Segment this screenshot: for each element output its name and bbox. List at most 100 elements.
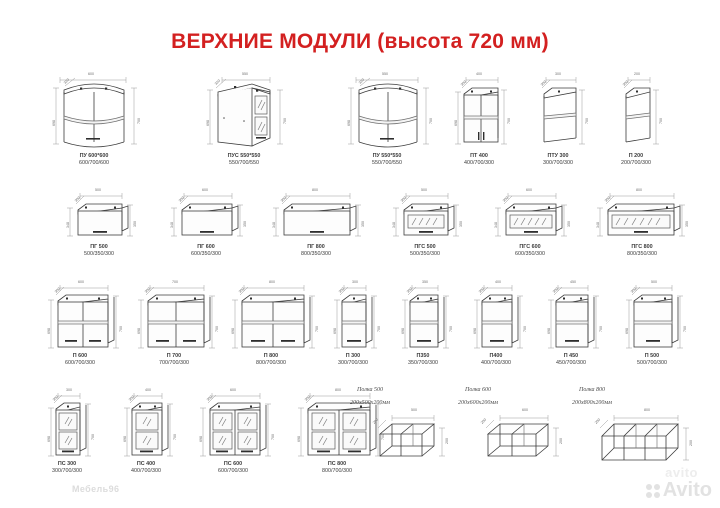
module-code: ПГ 500 bbox=[90, 244, 108, 250]
avito-ghost-watermark: avito bbox=[665, 465, 698, 480]
dim-height-right: 700 bbox=[683, 326, 687, 332]
module-code: ПТ 400 bbox=[470, 153, 488, 159]
dim-height-left: 698 bbox=[547, 328, 551, 334]
module-code: ПС 300 bbox=[57, 461, 77, 467]
drawing-p-600 bbox=[48, 285, 119, 349]
module-p-200[interactable]: 200 700 300 П 200 200/700/300 bbox=[608, 68, 664, 166]
drawing-p-200 bbox=[623, 77, 659, 145]
module-code: ПУ 550*550 bbox=[372, 153, 402, 159]
module-dims: 600/350/300 bbox=[515, 250, 545, 257]
module-pgs-500[interactable]: 500 348 350 300 ПГС 500 500/350/300 bbox=[382, 186, 468, 257]
drawing-p-500 bbox=[626, 285, 683, 349]
dim-height-left: 698 bbox=[123, 436, 127, 442]
module-caption: ПГ 500 500/350/300 bbox=[84, 244, 114, 257]
drawing-p-400 bbox=[474, 285, 523, 349]
module-caption: П400 400/700/300 bbox=[481, 353, 511, 366]
module-pg-500[interactable]: 500 348 350 300 ПГ 500 500/350/300 bbox=[56, 186, 142, 257]
module-code: П400 bbox=[489, 353, 503, 359]
dim-height-right: 700 bbox=[429, 118, 433, 124]
module-pg-600[interactable]: 600 348 350 300 ПГ 600 600/350/300 bbox=[160, 186, 252, 257]
dim-height-right: 700 bbox=[173, 434, 177, 440]
drawing-p-350 bbox=[402, 285, 449, 349]
dim-width: 600 bbox=[78, 280, 84, 284]
module-code: ПГ 800 bbox=[307, 244, 325, 250]
module-pt-400[interactable]: 400 698 700 300 ПТ 400 400/700/300 bbox=[448, 68, 511, 166]
dim-width: 800 bbox=[269, 280, 275, 284]
dim-height-right: 350 bbox=[459, 221, 463, 227]
module-dims: 400/700/300 bbox=[464, 159, 494, 166]
module-p-700[interactable]: 700 698 700 300 П 700 700/700/300 bbox=[128, 278, 220, 366]
dim-width: 800 bbox=[636, 188, 642, 192]
dim-height-right: 350 bbox=[243, 221, 247, 227]
module-code: ПТУ 300 bbox=[547, 153, 569, 159]
module-p-300[interactable]: 300 698 700 300 П 300 300/700/300 bbox=[324, 278, 382, 366]
dim-height-left: 348 bbox=[392, 222, 396, 228]
drawing-pg-800 bbox=[273, 193, 361, 237]
module-caption: П350 350/700/300 bbox=[408, 353, 438, 366]
module-caption: ПГС 600 600/350/300 bbox=[515, 244, 545, 257]
module-ps-400[interactable]: 400 698 700 300 ПС 400 400/700/300 bbox=[114, 386, 178, 474]
module-caption: ПУ 550*550 550/700/550 bbox=[372, 153, 402, 166]
module-pgs-800[interactable]: 800 348 350 300 ПГС 800 800/350/300 bbox=[586, 186, 698, 257]
dim-width: 550 bbox=[382, 72, 388, 76]
drawing-pu-550-550 bbox=[348, 77, 429, 148]
module-pgs-600[interactable]: 600 348 350 300 ПГС 600 600/350/300 bbox=[484, 186, 576, 257]
module-code: П 200 bbox=[628, 153, 644, 159]
module-code: П 300 bbox=[345, 353, 361, 359]
module-p-350[interactable]: 350 698 700 300 П350 350/700/300 bbox=[392, 278, 454, 366]
module-dims: 400/700/300 bbox=[481, 359, 511, 366]
dim-height-left: 348 bbox=[170, 222, 174, 228]
module-p-800[interactable]: 800 698 700 300 П 800 800/700/300 bbox=[222, 278, 320, 366]
module-caption: П 500 500/700/300 bbox=[637, 353, 667, 366]
module-p-600[interactable]: 600 698 700 300 П 600 600/700/300 bbox=[38, 278, 123, 366]
module-code: ПУ 600*600 bbox=[79, 153, 109, 159]
module-dims: 800/350/300 bbox=[627, 250, 657, 257]
module-ptu-300[interactable]: 300 700 300 ПТУ 300 300/700/300 bbox=[528, 68, 589, 166]
dim-width: 600 bbox=[230, 388, 236, 392]
dim-width: 400 bbox=[495, 280, 501, 284]
module-caption: ПС 600 600/700/300 bbox=[218, 461, 248, 474]
module-pu-550-550[interactable]: 550 698 700 320 ПУ 550*550 550/700/550 bbox=[342, 68, 433, 166]
module-caption: ПТУ 300 300/700/300 bbox=[543, 153, 573, 166]
dim-height-left: 698 bbox=[52, 120, 56, 126]
module-dims: 600/700/300 bbox=[65, 359, 95, 366]
module-p-500[interactable]: 500 698 700 300 П 500 500/700/300 bbox=[616, 278, 688, 366]
page-title: ВЕРХНИЕ МОДУЛИ (высота 720 мм) bbox=[171, 30, 549, 53]
dim-height-right: 350 bbox=[133, 221, 137, 227]
drawing-pg-500 bbox=[67, 193, 133, 237]
module-dims: 500/350/300 bbox=[410, 250, 440, 257]
drawing-polka-600 bbox=[485, 415, 559, 457]
drawing-pgs-600 bbox=[495, 193, 567, 237]
dim-width: 300 bbox=[555, 72, 561, 76]
module-pg-800[interactable]: 800 348 350 300 ПГ 800 800/350/300 bbox=[262, 186, 370, 257]
drawing-pgs-500 bbox=[393, 193, 459, 237]
drawing-ps-400 bbox=[124, 393, 173, 457]
module-code: П 600 bbox=[72, 353, 88, 359]
module-dims: 500/350/300 bbox=[84, 250, 114, 257]
dim-height: 200 bbox=[445, 438, 449, 444]
module-dims: 600/700/600 bbox=[79, 159, 109, 166]
module-ps-800[interactable]: 800 698 700 300 ПС 800 800/700/300 bbox=[288, 386, 386, 474]
module-pu-600-600[interactable]: 600 698 700 320 ПУ 600*600 600/700/600 bbox=[48, 68, 141, 166]
dim-width: 400 bbox=[476, 72, 482, 76]
module-dims: 400/700/300 bbox=[131, 467, 161, 474]
dim-width: 700 bbox=[172, 280, 178, 284]
dim-height-left: 348 bbox=[66, 222, 70, 228]
dim-height-right: 350 bbox=[361, 221, 365, 227]
module-ps-300[interactable]: 300 698 700 300 ПС 300 300/700/300 bbox=[38, 386, 96, 474]
module-p-400[interactable]: 400 698 700 300 П400 400/700/300 bbox=[464, 278, 528, 366]
module-code: ПС 600 bbox=[223, 461, 243, 467]
module-code: П 700 bbox=[166, 353, 182, 359]
module-caption: П 600 600/700/300 bbox=[65, 353, 95, 366]
dim-width: 600 bbox=[526, 188, 532, 192]
dim-height-left: 698 bbox=[625, 328, 629, 334]
module-p-450[interactable]: 450 698 700 300 П 450 450/700/300 bbox=[538, 278, 604, 366]
drawing-ps-300 bbox=[48, 393, 91, 457]
dim-height-left: 698 bbox=[206, 120, 210, 126]
module-pus-550-550[interactable]: 550 698 700 320 ПУС 550*550 550/700/550 bbox=[200, 68, 288, 166]
brand-watermark: Мебель96 bbox=[72, 484, 120, 494]
module-dims: 800/700/300 bbox=[256, 359, 286, 366]
module-ps-600[interactable]: 600 698 700 300 ПС 600 600/700/300 bbox=[190, 386, 276, 474]
drawing-polka-500 bbox=[377, 415, 445, 457]
